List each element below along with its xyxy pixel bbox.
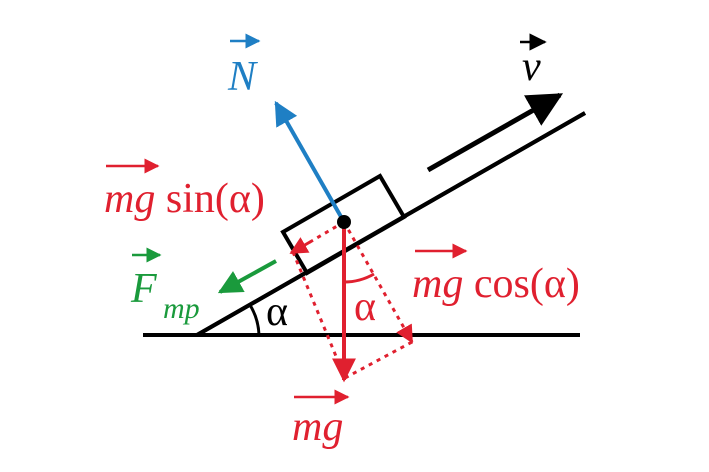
weight-angle-label: α: [354, 284, 376, 330]
friction-force-subscript: mp: [163, 292, 200, 325]
friction-force-text: F: [130, 266, 157, 312]
perpendicular-component-function: cos(α): [463, 261, 579, 307]
weight-text: mg: [292, 404, 343, 450]
weight-angle-arc: [343, 272, 375, 284]
normal-force-arrow: [274, 100, 346, 223]
svg-text:mg cos(α): mg cos(α): [412, 261, 580, 307]
parallel-component-arrow: [289, 237, 311, 255]
velocity-label: v: [520, 33, 547, 90]
parallel-component-function: sin(α): [155, 176, 265, 222]
friction-force-label: F mp: [130, 247, 200, 325]
perpendicular-component-label: mg cos(α): [412, 243, 580, 307]
center-of-mass-point: [337, 215, 351, 229]
weight-label: mg: [292, 389, 350, 450]
incline-angle-arc: [248, 304, 261, 336]
perpendicular-component-arrow: [396, 323, 414, 344]
perpendicular-component-vector: mg: [412, 261, 463, 307]
decomposition-dotted-lines: [291, 220, 414, 380]
normal-force-label: N: [227, 33, 261, 100]
svg-text:mg sin(α): mg sin(α): [104, 176, 265, 222]
parallel-component-label: mg sin(α): [104, 158, 265, 222]
friction-force-arrow: [217, 259, 277, 294]
velocity-arrow: [426, 92, 564, 173]
velocity-text: v: [522, 44, 541, 90]
normal-force-text: N: [227, 54, 258, 100]
parallel-component-vector: mg: [104, 176, 155, 222]
incline-angle-label: α: [266, 289, 288, 335]
